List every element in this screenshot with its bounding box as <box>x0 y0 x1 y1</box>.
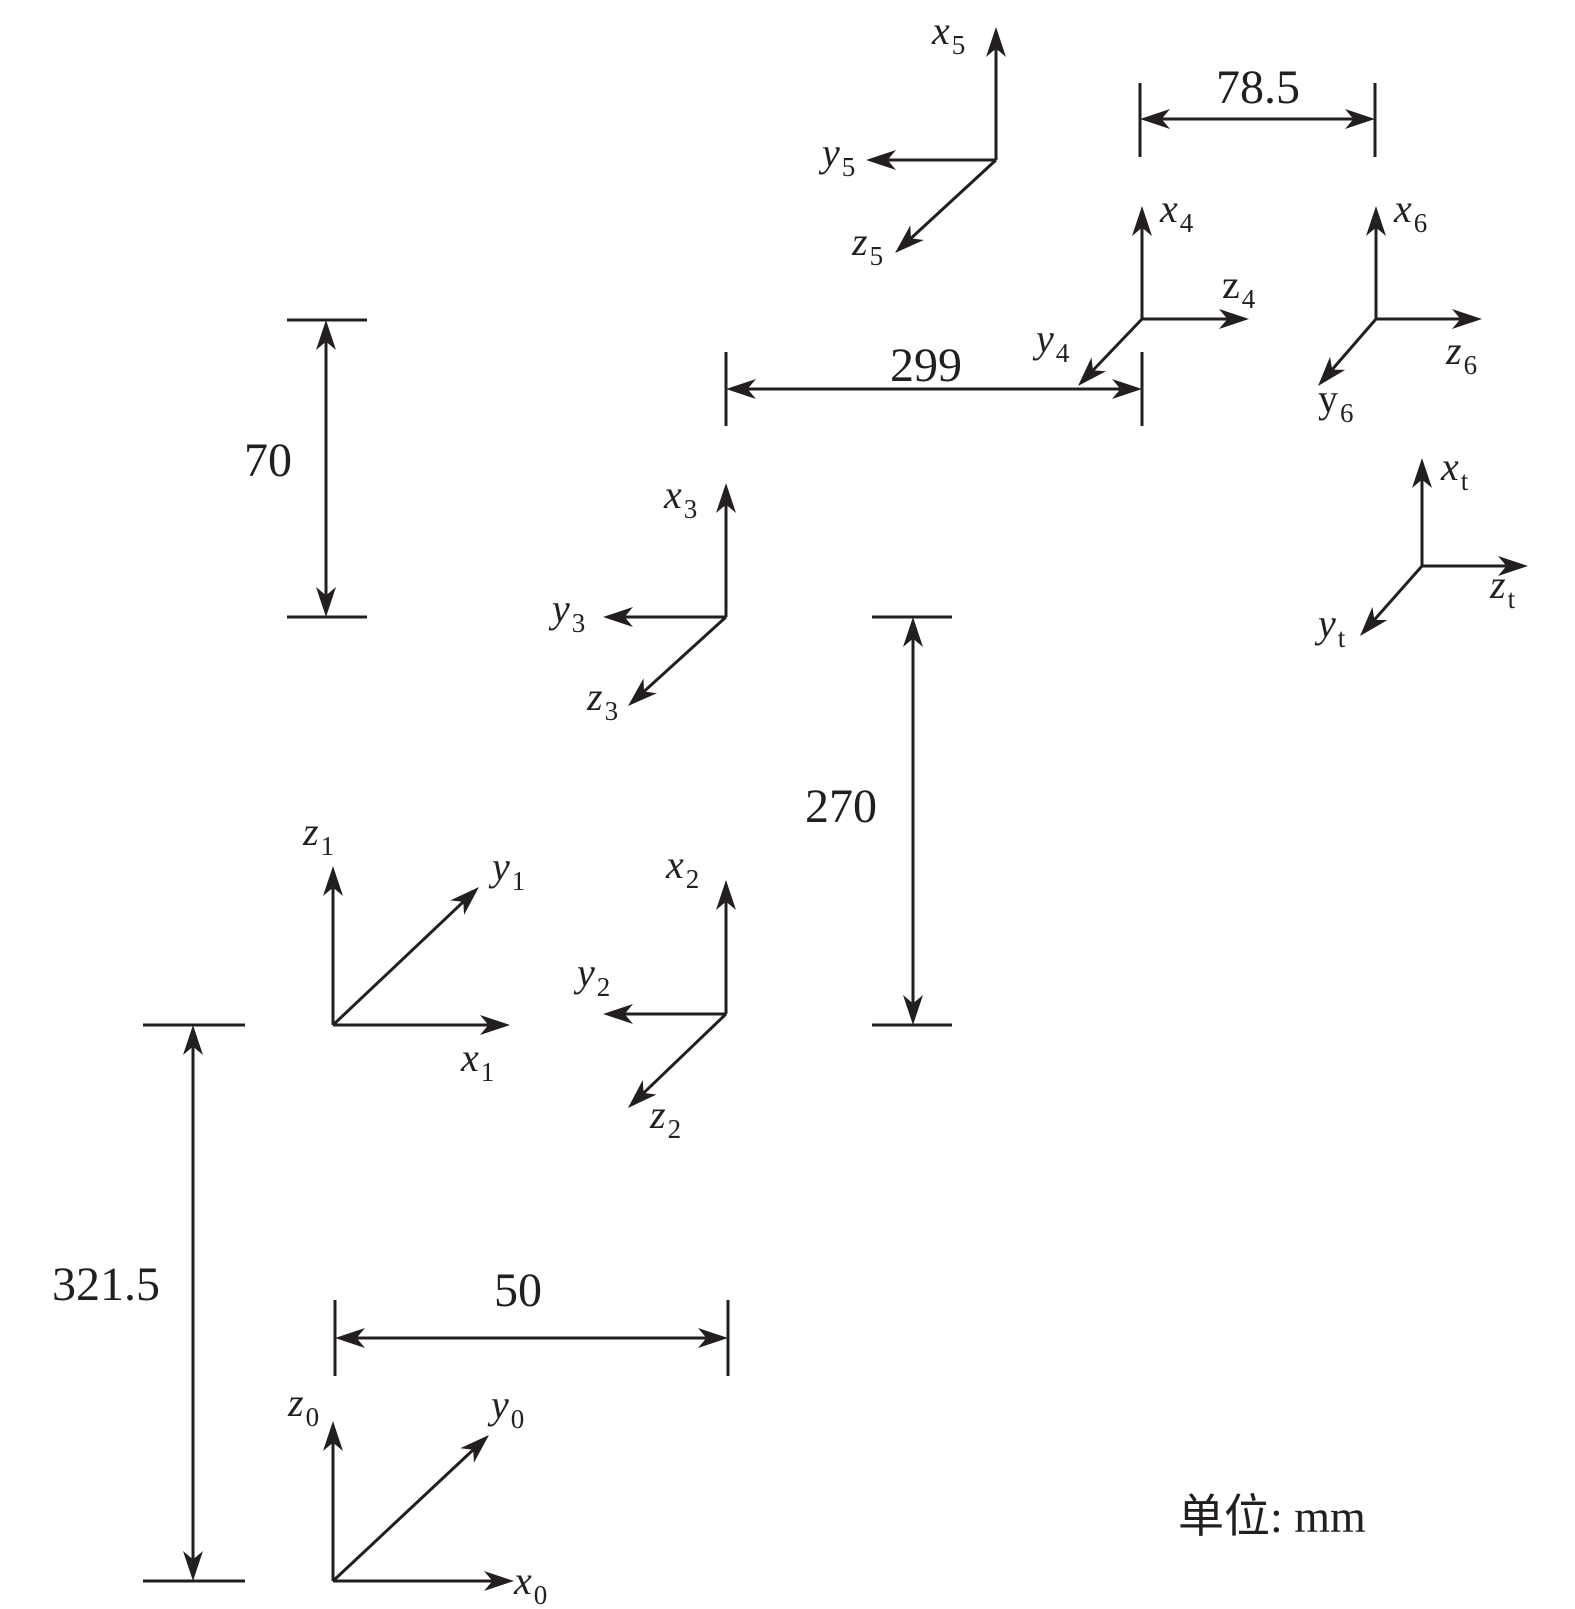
frame-4-z-axis-head <box>1219 309 1249 329</box>
frame-2-z-axis-shaft <box>642 1012 728 1095</box>
dim-299-value: 299 <box>890 339 962 392</box>
frame-t-z-axis-label: zt <box>1489 562 1516 614</box>
frame-2: x2 y2 z2 <box>573 842 736 1144</box>
dim-270: 270 <box>805 615 952 1027</box>
frame-0: z0 y0 x0 <box>287 1380 547 1609</box>
frame-4-x-axis-head <box>1132 206 1152 236</box>
frame-t: xt zt yt <box>1314 444 1528 653</box>
frame-1-y-axis-head <box>450 887 479 915</box>
frame-6: x6 z6 y6 <box>1318 186 1482 428</box>
dim-78-5-arrow-right-head <box>1345 109 1375 129</box>
frame-6-y-axis-head <box>1318 356 1346 386</box>
frame-4-y-axis-shaft <box>1091 317 1144 372</box>
frame-1-y-axis-label: y1 <box>488 844 525 896</box>
frame-0-z-axis-label: z0 <box>287 1380 319 1432</box>
frame-2-z-axis-head <box>628 1080 657 1108</box>
frame-5-z-axis-label: z5 <box>851 219 883 271</box>
dim-270-arrow-up-head <box>903 617 923 647</box>
frame-3-y-axis-head <box>603 607 633 627</box>
frame-2-x-axis-head <box>716 880 736 910</box>
frame-4: x4 z4 y4 <box>1032 186 1256 386</box>
frame-2-x-axis-label: x2 <box>665 842 699 894</box>
frame-6-z-axis-label: z6 <box>1445 328 1477 380</box>
frame-0-y-axis-shaft <box>331 1448 475 1583</box>
frame-3-z-axis-label: z3 <box>586 674 618 726</box>
frame-6-z-axis-head <box>1452 309 1482 329</box>
frame-0-y-axis-head <box>460 1435 489 1463</box>
dim-321-5: 321.5 <box>52 1023 245 1583</box>
dim-270-value: 270 <box>805 780 877 833</box>
frame-0-x-axis-label: x0 <box>513 1558 547 1609</box>
frame-6-y-axis-shaft <box>1331 318 1378 371</box>
dim-78-5-arrow-left-head <box>1140 109 1170 129</box>
dim-299: 299 <box>724 339 1144 426</box>
dim-50-arrow-right-head <box>698 1328 728 1348</box>
frame-5-z-axis-head <box>895 225 924 253</box>
dim-321-5-arrow-up-head <box>183 1025 203 1055</box>
frame-5: x5 y5 z5 <box>818 8 1006 271</box>
frame-2-y-axis-label: y2 <box>573 950 610 1002</box>
frame-5-y-axis-label: y5 <box>818 130 855 182</box>
dim-50-value: 50 <box>494 1264 542 1317</box>
dim-299-arrow-left-head <box>726 379 756 399</box>
dim-50-arrow-left-head <box>335 1328 365 1348</box>
frame-2-y-axis-head <box>603 1004 633 1024</box>
frame-3-z-axis-head <box>628 678 657 706</box>
frame-6-x-axis-label: x6 <box>1393 186 1427 238</box>
frame-3-y-axis-label: y3 <box>548 586 585 638</box>
dim-70-arrow-down-head <box>316 587 336 617</box>
frame-1-z-axis-label: z1 <box>302 809 334 861</box>
dim-70-value: 70 <box>244 434 292 487</box>
dimension-lines: 321.5 50 270 70 299 78.5 <box>52 61 1377 1583</box>
dim-78-5: 78.5 <box>1138 61 1377 157</box>
frame-6-x-axis-head <box>1366 206 1386 236</box>
dim-299-arrow-right-head <box>1112 379 1142 399</box>
frame-5-z-axis-shaft <box>909 158 998 240</box>
frame-3-z-axis-shaft <box>642 615 728 693</box>
frame-4-z-axis-label: z4 <box>1222 262 1256 314</box>
unit-label: 单位: mm <box>1178 1491 1366 1542</box>
dim-70-arrow-up-head <box>316 320 336 350</box>
frame-0-x-axis-head <box>484 1571 514 1591</box>
dim-78-5-value: 78.5 <box>1216 61 1300 114</box>
frame-6-y-axis-label: y6 <box>1318 376 1354 428</box>
frame-5-x-axis-label: x5 <box>931 8 965 60</box>
frame-1-z-axis-head <box>323 866 343 896</box>
frame-2-z-axis-label: z2 <box>649 1092 681 1144</box>
frame-5-x-axis-head <box>986 27 1006 57</box>
dim-50: 50 <box>333 1264 730 1376</box>
frame-1: z1 y1 x1 <box>302 809 525 1087</box>
frame-t-z-axis-head <box>1498 556 1528 576</box>
frame-3-x-axis-head <box>716 483 736 513</box>
dim-321-5-arrow-down-head <box>183 1551 203 1581</box>
frame-4-y-axis-head <box>1078 357 1106 386</box>
frame-t-y-axis-label: yt <box>1314 601 1346 653</box>
frame-1-x-axis-head <box>480 1015 510 1035</box>
frame-3-x-axis-label: x3 <box>663 472 697 524</box>
frame-0-z-axis-head <box>323 1421 343 1451</box>
frame-5-y-axis-head <box>866 150 896 170</box>
dim-270-arrow-down-head <box>903 995 923 1025</box>
frame-t-y-axis-head <box>1360 606 1388 636</box>
frame-1-x-axis-label: x1 <box>460 1035 494 1087</box>
frame-1-y-axis-shaft <box>331 900 465 1027</box>
frame-t-x-axis-label: xt <box>1440 444 1469 496</box>
frame-4-y-axis-label: y4 <box>1032 316 1070 368</box>
frame-t-y-axis-shaft <box>1373 565 1424 621</box>
frame-0-y-axis-label: y0 <box>487 1382 524 1434</box>
dim-70: 70 <box>244 318 367 619</box>
dim-321-5-value: 321.5 <box>52 1258 160 1311</box>
frame-4-x-axis-label: x4 <box>1159 186 1194 238</box>
frame-t-x-axis-head <box>1412 458 1432 488</box>
